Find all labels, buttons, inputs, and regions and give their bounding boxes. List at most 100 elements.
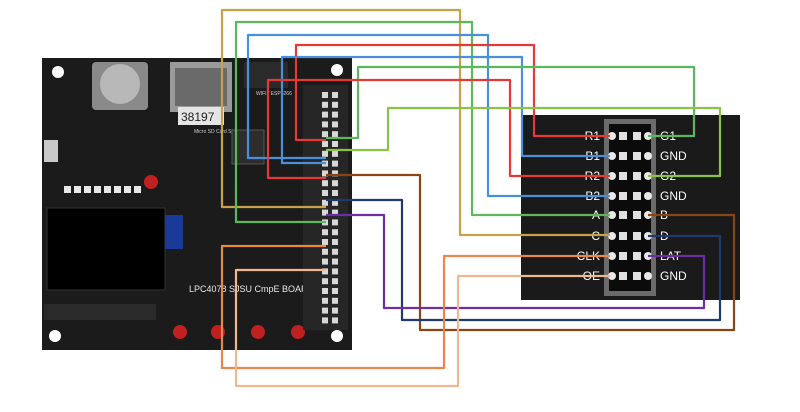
gpio-pin xyxy=(332,121,338,128)
connector-pin-right xyxy=(633,232,641,240)
wire-orange-clk xyxy=(220,244,610,370)
gpio-pin xyxy=(322,101,328,108)
gpio-pin xyxy=(322,92,328,98)
gpio-pin xyxy=(322,180,328,187)
terminal-dot-left xyxy=(608,132,616,140)
wire-yellow xyxy=(220,8,610,237)
gpio-pin xyxy=(332,297,338,304)
connector-pin-right xyxy=(633,152,641,160)
wifi-header xyxy=(244,62,288,88)
gpio-pin xyxy=(322,150,328,157)
gpio-pin xyxy=(322,307,328,314)
connector-pin-left xyxy=(619,152,627,160)
gpio-pin xyxy=(332,219,338,226)
gpio-pin xyxy=(322,268,328,275)
gpio-pin xyxy=(322,209,328,216)
mount-hole-bl xyxy=(49,330,61,342)
gpio-pin xyxy=(322,111,328,118)
gpio-pins xyxy=(322,92,338,324)
gpio-pin xyxy=(332,141,338,147)
wire-green-g1 xyxy=(326,65,696,140)
gpio-pin xyxy=(322,121,328,128)
led xyxy=(94,186,101,193)
mount-hole-tr xyxy=(331,64,343,76)
wire-blue-b1 xyxy=(280,55,610,165)
gpio-pin xyxy=(332,229,338,236)
connector-pin-left xyxy=(619,252,627,260)
gpio-pin xyxy=(322,258,328,265)
bottom-header xyxy=(44,304,156,320)
reset-button[interactable] xyxy=(144,175,158,189)
connector-pin-right xyxy=(633,172,641,180)
led xyxy=(104,186,111,193)
switch-button-4[interactable] xyxy=(291,325,305,339)
usb-port xyxy=(44,140,58,162)
mount-hole-tl xyxy=(52,66,64,78)
connector-pin-left xyxy=(619,272,627,280)
connector-pin-left xyxy=(619,192,627,200)
gpio-pin xyxy=(322,141,328,147)
gpio-pin xyxy=(332,180,338,187)
wire-navy-d xyxy=(326,198,722,322)
blue-jumper xyxy=(165,215,183,249)
gpio-pin xyxy=(322,248,328,255)
gpio-pin xyxy=(332,131,338,138)
gpio-pin xyxy=(332,92,338,98)
switch-button-1[interactable] xyxy=(173,325,187,339)
terminal-dot-right xyxy=(644,192,652,200)
gpio-pin xyxy=(332,150,338,157)
gpio-pin xyxy=(322,199,328,206)
connector-slot xyxy=(609,124,651,291)
gpio-pin xyxy=(332,268,338,275)
terminal-dot-left xyxy=(608,172,616,180)
coin-cell xyxy=(100,64,140,104)
gpio-pin xyxy=(332,278,338,285)
wifi-label: WIFI / ESP8266 xyxy=(256,91,292,97)
led xyxy=(134,186,141,193)
gpio-pin xyxy=(332,239,338,245)
connector-pin-left xyxy=(619,132,627,140)
terminal-dot-left xyxy=(608,211,616,219)
sd-label: Micro SD Card Slot xyxy=(194,129,237,135)
lpc4078-board: 38197 Micro SD Card Slot WIFI / ESP8266 … xyxy=(42,58,352,350)
led xyxy=(64,186,71,193)
switch-button-3[interactable] xyxy=(251,325,265,339)
connector-pin-right xyxy=(633,132,641,140)
gpio-pin xyxy=(322,190,328,196)
wire-red-r1 xyxy=(294,43,610,142)
terminal-dot-left xyxy=(608,152,616,160)
wire-brown-b xyxy=(326,173,736,332)
gpio-pin xyxy=(332,317,338,324)
gpio-pin xyxy=(332,111,338,118)
gpio-pin xyxy=(332,170,338,177)
led xyxy=(124,186,131,193)
connector-pin-right xyxy=(633,252,641,260)
connector-pins xyxy=(608,132,652,280)
gpio-pin xyxy=(322,239,328,245)
connector-label-right: GND xyxy=(660,149,687,163)
led xyxy=(74,186,81,193)
terminal-dot-left xyxy=(608,192,616,200)
oled-display xyxy=(46,207,166,291)
wire-peach-oe xyxy=(234,268,610,388)
terminal-dot-right xyxy=(644,272,652,280)
gpio-pin xyxy=(322,288,328,294)
terminal-dot-left xyxy=(608,252,616,260)
led xyxy=(114,186,121,193)
terminal-dot-left xyxy=(608,272,616,280)
wire-lightgreen-g2 xyxy=(326,106,722,178)
gpio-pin xyxy=(322,229,328,236)
connector-pin-right xyxy=(633,192,641,200)
gpio-pin xyxy=(332,190,338,196)
led-row xyxy=(64,186,141,193)
gpio-pin xyxy=(332,258,338,265)
connector-pin-left xyxy=(619,172,627,180)
connector-pin-left xyxy=(619,232,627,240)
gpio-pin xyxy=(322,317,328,324)
connector-pin-left xyxy=(619,211,627,219)
board-name: LPC4078 SJSU CmpE BOARD xyxy=(189,284,315,294)
gpio-pin xyxy=(332,307,338,314)
